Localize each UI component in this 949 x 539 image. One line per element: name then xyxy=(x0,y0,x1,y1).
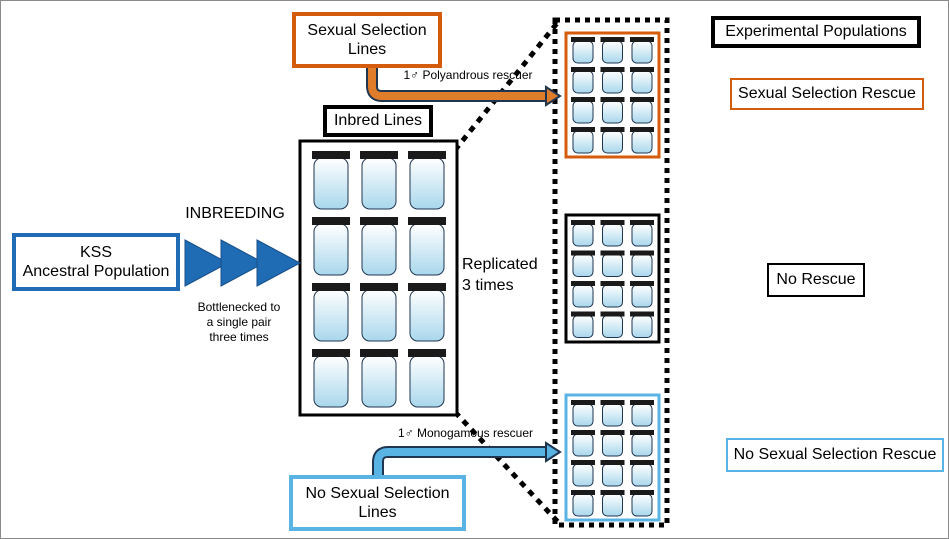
jar xyxy=(312,283,350,342)
jar xyxy=(600,37,625,64)
sexual-selection-lines-label: Sexual Selection Lines xyxy=(307,21,427,58)
rescue-jars-none xyxy=(571,220,654,338)
jar xyxy=(630,460,654,487)
jar xyxy=(571,311,595,338)
jar xyxy=(312,151,350,210)
no-sexual-selection-rescue-box: No Sexual Selection Rescue xyxy=(726,438,944,472)
polyandrous-rescuer-arrow xyxy=(368,68,548,100)
jar xyxy=(630,220,654,247)
jar xyxy=(571,430,595,457)
no-rescue-label: No Rescue xyxy=(776,271,856,289)
jar xyxy=(630,250,654,277)
jar xyxy=(571,220,595,247)
sexual-selection-rescue-label: Sexual Selection Rescue xyxy=(738,85,916,103)
polyandrous-rescuer-arrowhead xyxy=(545,85,562,107)
replicated-note: Replicated 3 times xyxy=(462,256,538,294)
jar xyxy=(600,400,625,427)
no-sexual-selection-lines-label: No Sexual Selection Lines xyxy=(305,484,450,521)
jar xyxy=(630,311,654,338)
jar xyxy=(600,460,625,487)
jar xyxy=(630,37,654,64)
no-sexual-selection-rescue-label: No Sexual Selection Rescue xyxy=(733,446,937,464)
jar xyxy=(571,490,595,517)
jar xyxy=(408,349,446,408)
jar xyxy=(360,151,398,210)
no-rescue-box: No Rescue xyxy=(767,263,865,297)
jar xyxy=(630,127,654,154)
inbred-lines-jars xyxy=(312,151,446,408)
perspective-line-bottom xyxy=(453,410,560,524)
jar xyxy=(630,67,654,94)
jar xyxy=(630,97,654,124)
jar xyxy=(630,430,654,457)
jar xyxy=(571,67,595,94)
experimental-populations-box: Experimental Populations xyxy=(711,16,921,48)
jar xyxy=(600,490,625,517)
jar xyxy=(360,349,398,408)
rescue-jars-sexual-selection xyxy=(571,37,654,154)
sexual-selection-lines-box: Sexual Selection Lines xyxy=(292,12,442,68)
perspective-line-top xyxy=(453,20,560,152)
rescue-jars-no-sexual-selection xyxy=(571,400,654,517)
bottlenecked-note: Bottlenecked to a single pair three time… xyxy=(197,300,281,344)
inbreeding-arrow-3 xyxy=(256,239,302,287)
monogamous-rescuer-label: 1♂ Monogamous rescuer xyxy=(397,426,534,440)
jar xyxy=(571,127,595,154)
monogamous-rescuer-arrow xyxy=(374,448,548,478)
monogamous-rescuer-arrowhead xyxy=(545,441,562,463)
inbred-lines-label: Inbred Lines xyxy=(333,112,423,130)
jar xyxy=(600,220,625,247)
jar xyxy=(600,127,625,154)
jar xyxy=(600,250,625,277)
jar xyxy=(630,400,654,427)
jar xyxy=(600,97,625,124)
jar xyxy=(630,490,654,517)
jar xyxy=(408,217,446,276)
jar xyxy=(571,37,595,64)
jar xyxy=(571,460,595,487)
jar xyxy=(571,400,595,427)
inbreeding-arrow-2 xyxy=(220,239,266,287)
jar xyxy=(312,349,350,408)
jar xyxy=(408,151,446,210)
jar xyxy=(600,311,625,338)
sexual-selection-rescue-box: Sexual Selection Rescue xyxy=(730,78,924,110)
jar xyxy=(360,283,398,342)
jar xyxy=(600,430,625,457)
jar xyxy=(600,67,625,94)
experimental-populations-label: Experimental Populations xyxy=(725,23,907,41)
jar xyxy=(571,97,595,124)
inbreeding-arrow-1 xyxy=(184,239,230,287)
jar xyxy=(571,250,595,277)
jar xyxy=(600,281,625,308)
experimental-populations-dotted-border xyxy=(552,17,670,528)
inbred-lines-box: Inbred Lines xyxy=(323,105,433,137)
no-sexual-selection-lines-box: No Sexual Selection Lines xyxy=(289,475,466,531)
inbreeding-label: INBREEDING xyxy=(185,205,285,222)
jar xyxy=(571,281,595,308)
polyandrous-rescuer-label: 1♂ Polyandrous rescuer xyxy=(403,68,533,82)
jar xyxy=(630,281,654,308)
jar xyxy=(360,217,398,276)
ancestral-population-label: KSS Ancestral Population xyxy=(22,243,170,280)
jar xyxy=(408,283,446,342)
ancestral-population-box: KSS Ancestral Population xyxy=(12,233,180,291)
jar xyxy=(312,217,350,276)
